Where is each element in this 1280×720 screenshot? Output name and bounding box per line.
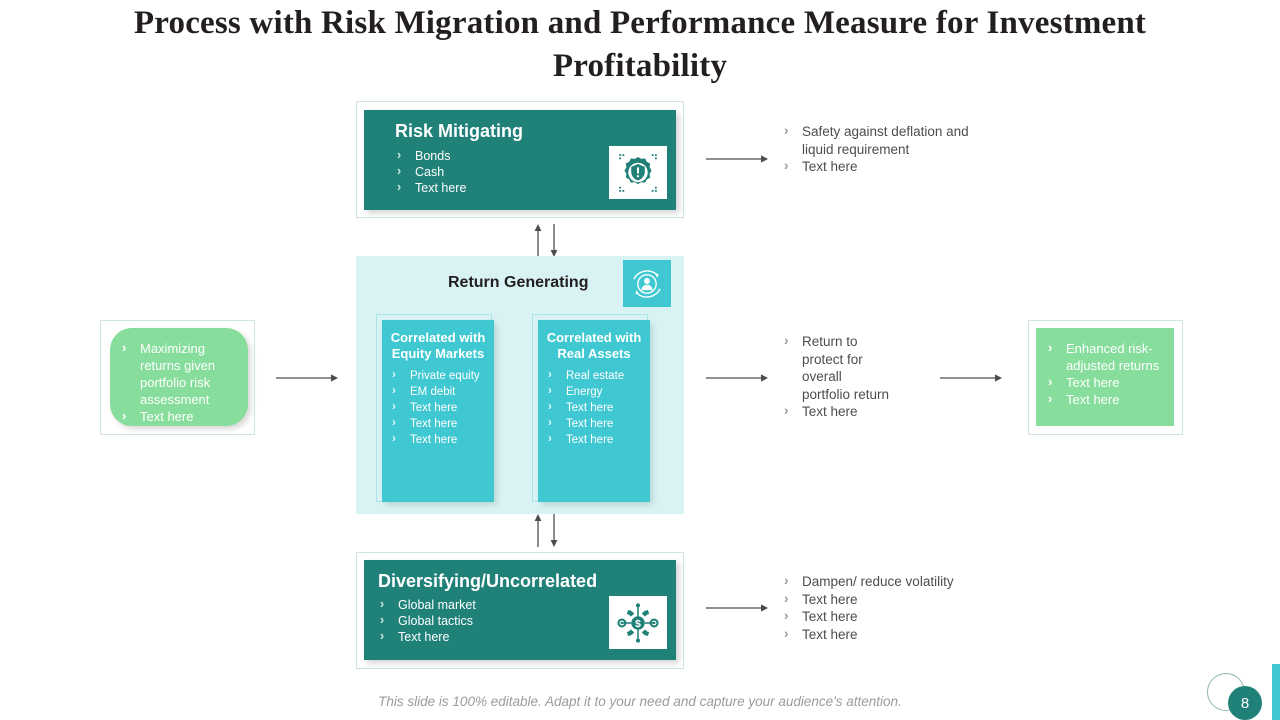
real-assets-card-title: Correlated with Real Assets <box>546 330 642 361</box>
output-box-bullets: Enhanced risk-adjusted returns Text here… <box>1036 328 1174 416</box>
list-item: Cash <box>395 163 466 180</box>
list-item: Global market <box>378 596 476 613</box>
equity-card-title: Correlated with Equity Markets <box>390 330 486 361</box>
output-box-frame <box>1028 320 1183 435</box>
page-number: 8 <box>1228 686 1262 720</box>
editable-note: This slide is 100% editable. Adapt it to… <box>378 694 902 709</box>
list-item: Text here <box>782 157 982 176</box>
svg-text:$: $ <box>635 618 641 630</box>
list-item: Dampen/ reduce volatility <box>782 572 954 591</box>
diversifying-bullets: Global market Global tactics Text here <box>378 596 476 645</box>
list-item: Text here <box>782 607 954 626</box>
return-generating-panel[interactable]: Return Generating Correlated with Equity… <box>356 256 684 514</box>
list-item: Maximizing returns given portfolio risk … <box>120 339 240 408</box>
gear-alert-icon <box>609 146 667 199</box>
list-item: Text here <box>546 399 650 416</box>
list-item: Text here <box>378 628 476 645</box>
equity-card-bullets: Private equity EM debit Text here Text h… <box>382 367 494 448</box>
output-box[interactable]: Enhanced risk-adjusted returns Text here… <box>1036 328 1174 426</box>
arrow-process-to-output <box>940 371 1002 383</box>
list-item: Text here <box>782 402 892 421</box>
list-item: Return to protect for overall portfolio … <box>782 332 892 403</box>
list-item: Text here <box>395 179 466 196</box>
list-item: Text here <box>390 431 494 448</box>
list-item: EM debit <box>390 383 494 400</box>
money-distribution-icon: $ <box>609 596 667 649</box>
risk-mitigating-frame <box>356 101 684 218</box>
list-item: Text here <box>782 590 954 609</box>
arrow-input-to-process <box>276 371 338 383</box>
input-box-frame <box>100 320 255 435</box>
real-assets-card-bullets: Real estate Energy Text here Text here T… <box>538 367 650 448</box>
arrow-vertical-top <box>530 224 564 258</box>
risk-mitigating-box[interactable]: Risk Mitigating Bonds Cash Text here <box>364 110 676 210</box>
list-item: Text here <box>390 399 494 416</box>
page-title: Process with Risk Migration and Performa… <box>133 5 1147 84</box>
list-item: Enhanced risk-adjusted returns <box>1046 339 1166 374</box>
corner-accent-strip <box>1272 664 1280 720</box>
list-item: Real estate <box>546 367 650 384</box>
risk-mitigating-bullets: Bonds Cash Text here <box>395 147 466 196</box>
arrow-risk-outcomes <box>706 152 768 164</box>
list-item: Text here <box>546 431 650 448</box>
diversifying-frame <box>356 552 684 669</box>
diversifying-title: Diversifying/Uncorrelated <box>378 571 598 591</box>
input-box[interactable]: Maximizing returns given portfolio risk … <box>110 328 248 426</box>
list-item: Safety against deflation and liquid requ… <box>782 122 982 158</box>
list-item: Text here <box>782 625 954 644</box>
real-assets-card[interactable]: Correlated with Real Assets Real estate … <box>538 320 650 502</box>
person-cycle-icon <box>623 260 671 307</box>
list-item: Text here <box>1046 390 1166 408</box>
equity-card[interactable]: Correlated with Equity Markets Private e… <box>382 320 494 502</box>
list-item: Text here <box>1046 373 1166 391</box>
list-item: Bonds <box>395 147 466 164</box>
list-item: Text here <box>390 415 494 432</box>
arrow-diversifying-outcomes <box>706 601 768 613</box>
arrow-vertical-bottom <box>530 514 564 548</box>
list-item: Energy <box>546 383 650 400</box>
list-item: Text here <box>120 407 240 425</box>
list-item: Text here <box>546 415 650 432</box>
list-item: Private equity <box>390 367 494 384</box>
input-box-bullets: Maximizing returns given portfolio risk … <box>110 328 248 433</box>
diversifying-box[interactable]: Diversifying/Uncorrelated Global market … <box>364 560 676 660</box>
return-generating-title: Return Generating <box>448 274 589 291</box>
outcome-list: Dampen/ reduce volatility Text here Text… <box>782 572 954 644</box>
arrow-return-outcomes <box>706 371 768 383</box>
outcome-list: Return to protect for overall portfolio … <box>782 332 892 421</box>
list-item: Global tactics <box>378 612 476 629</box>
outcome-list: Safety against deflation and liquid requ… <box>782 122 982 176</box>
risk-mitigating-title: Risk Mitigating <box>395 121 524 141</box>
